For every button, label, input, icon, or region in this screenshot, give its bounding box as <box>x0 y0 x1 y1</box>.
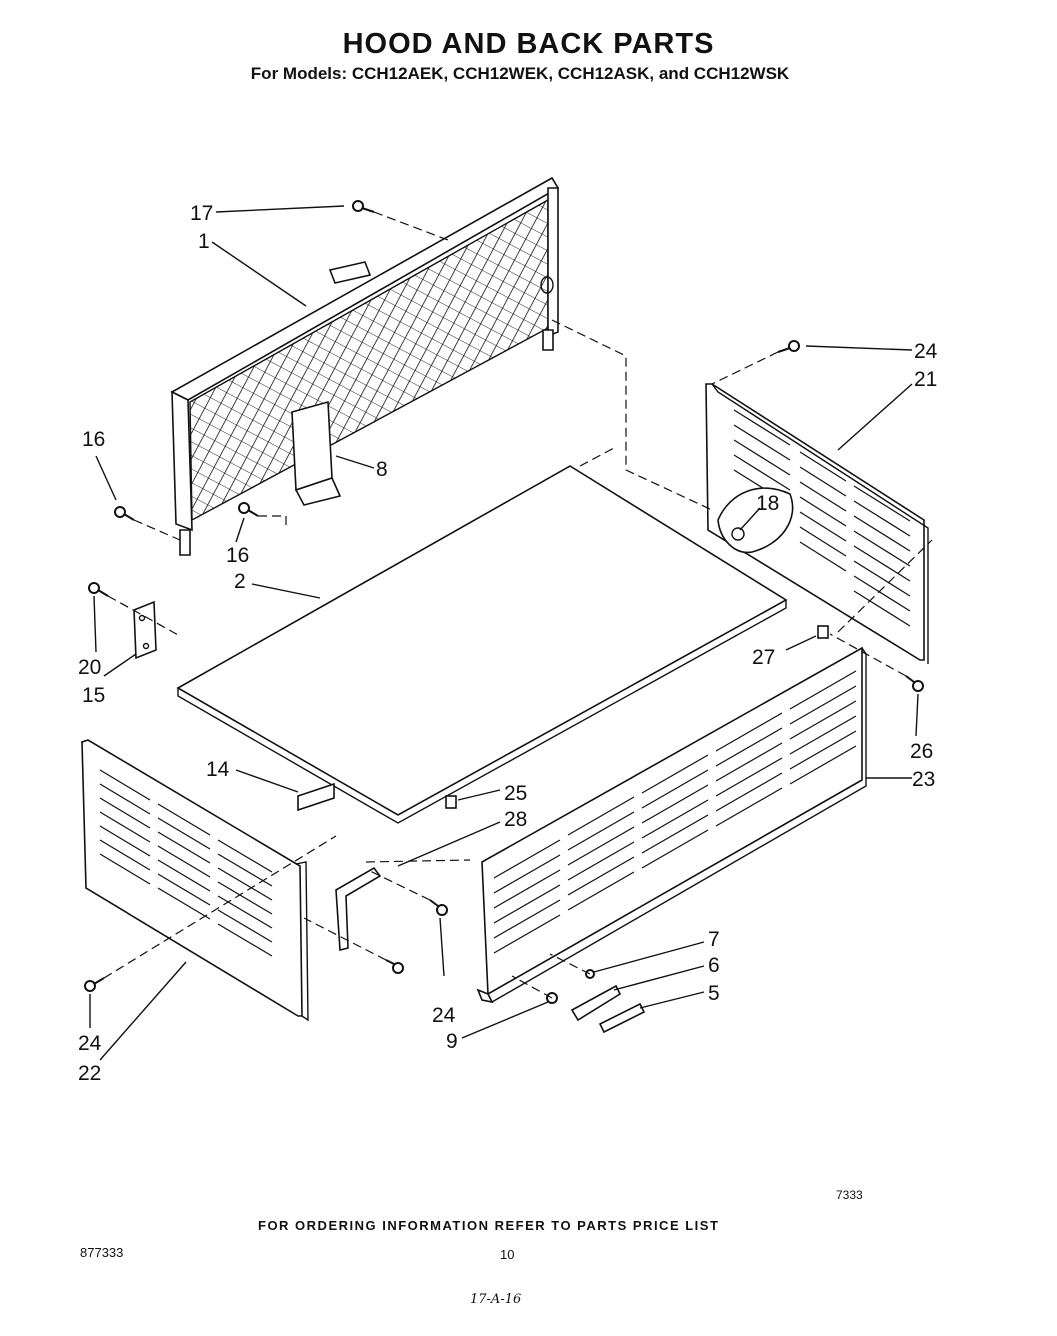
clip-part-27 <box>817 625 829 639</box>
callout-14: 14 <box>206 758 230 781</box>
clip-part-8 <box>291 400 342 506</box>
side-panel-part-22 <box>81 739 309 1022</box>
front-grille-part-1 <box>170 176 560 556</box>
callout-2: 2 <box>234 570 246 593</box>
screw-24-left <box>84 977 105 992</box>
callout-1: 1 <box>198 230 210 253</box>
screw-16-left <box>114 506 135 521</box>
strip-part-5 <box>598 1002 646 1034</box>
plate-part-6 <box>570 984 622 1022</box>
callout-numbers: 17 1 24 21 16 8 18 16 2 20 15 27 26 23 1… <box>78 202 938 1085</box>
handwritten-mark: 17-A-16 <box>470 1292 522 1307</box>
callout-26: 26 <box>910 740 933 763</box>
pad-part-14 <box>297 782 335 812</box>
page-number: 10 <box>500 1247 515 1262</box>
diagram-code: 7333 <box>836 1188 863 1202</box>
callout-28: 28 <box>504 808 527 831</box>
screw-24-lower <box>385 959 404 974</box>
callout-6: 6 <box>708 954 720 977</box>
left-panel-louvers <box>99 769 273 957</box>
leader-lines <box>89 205 919 1061</box>
back-grille-louvers <box>493 670 857 954</box>
callout-18: 18 <box>756 492 779 515</box>
callout-16: 16 <box>226 544 249 567</box>
screw-24-top <box>777 340 800 353</box>
screw-20 <box>88 582 109 597</box>
callout-20: 20 <box>78 656 101 679</box>
screw-24-middle <box>429 899 448 916</box>
clip-part-25 <box>445 795 457 809</box>
back-grille-part-23 <box>476 646 867 1004</box>
callout-25: 25 <box>504 782 527 805</box>
callout-16: 16 <box>82 428 105 451</box>
callout-7: 7 <box>708 928 720 951</box>
callout-24: 24 <box>432 1004 456 1027</box>
callout-24: 24 <box>914 340 938 363</box>
callout-5: 5 <box>708 982 720 1005</box>
ordering-note: FOR ORDERING INFORMATION REFER TO PARTS … <box>258 1218 720 1233</box>
callout-27: 27 <box>752 646 775 669</box>
top-cover-part-2 <box>176 465 788 824</box>
callout-24: 24 <box>78 1032 102 1055</box>
screw-9 <box>546 992 558 1004</box>
screw-7 <box>585 969 595 979</box>
callout-17: 17 <box>190 202 213 225</box>
bracket-part-15 <box>133 600 157 660</box>
screw-17 <box>352 200 375 213</box>
document-number: 877333 <box>80 1245 124 1260</box>
callout-22: 22 <box>78 1062 101 1085</box>
assembly-lines <box>103 211 933 999</box>
screw-26 <box>905 675 924 692</box>
callout-8: 8 <box>376 458 388 481</box>
bracket-part-28 <box>335 866 382 952</box>
page-title: HOOD AND BACK PARTS <box>342 28 715 60</box>
screws <box>84 200 924 1004</box>
callout-23: 23 <box>912 768 935 791</box>
model-list: For Models: CCH12AEK, CCH12WEK, CCH12ASK… <box>250 64 790 83</box>
screw-16-center <box>238 502 259 517</box>
callout-9: 9 <box>446 1030 458 1053</box>
callout-21: 21 <box>914 368 937 391</box>
side-panel-part-21 <box>705 383 929 664</box>
callout-15: 15 <box>82 684 105 707</box>
